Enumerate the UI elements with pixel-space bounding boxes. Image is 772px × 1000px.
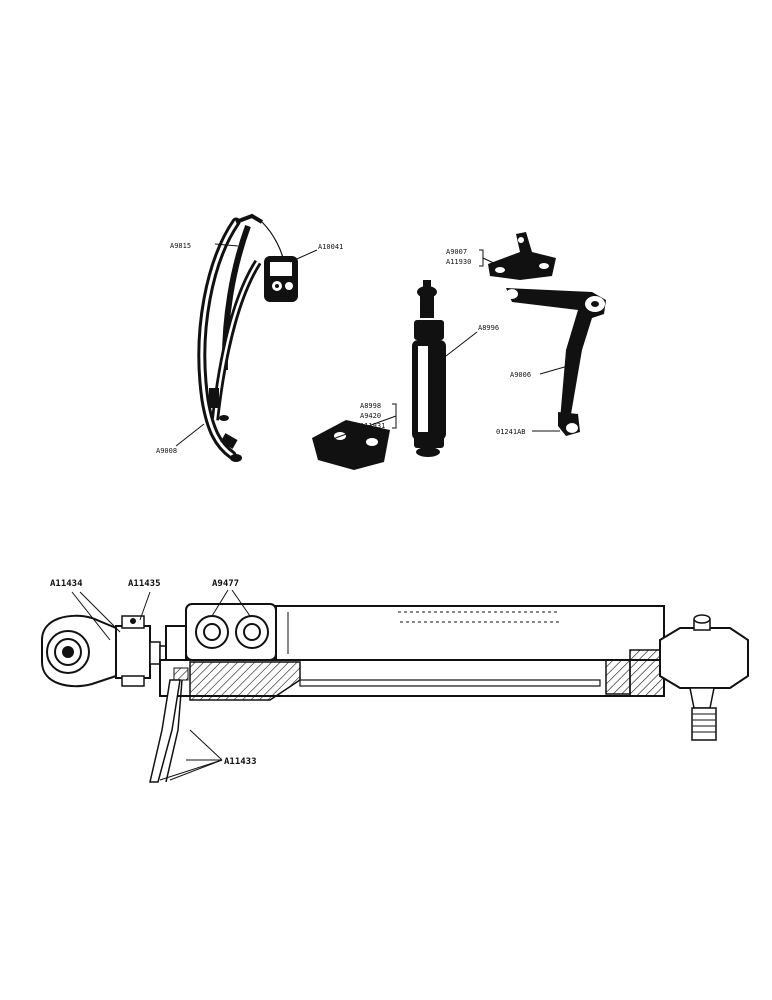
label-bracket-2: A9420 [360, 412, 381, 420]
label-hose: A9815 [170, 242, 191, 250]
cylinder-assembly-section [41, 603, 749, 783]
leader-lines-top [175, 243, 569, 447]
label-bracket-1: A8998 [360, 402, 381, 410]
label-seals: A11433 [224, 757, 257, 767]
label-hose-lower: A9008 [156, 447, 177, 455]
label-top-bracket-2: A11930 [446, 258, 471, 266]
leader-lines-bottom [71, 589, 251, 781]
label-arm: A9006 [510, 371, 531, 379]
cylinder-part [412, 280, 446, 457]
label-valve: A10041 [318, 243, 343, 251]
valve-part [264, 256, 298, 302]
label-pin: 01241AB [496, 428, 526, 436]
arm-part [506, 288, 606, 436]
label-nut: A11435 [128, 579, 161, 589]
label-top-bracket-1: A9007 [446, 248, 467, 256]
label-rod-end: A11434 [50, 579, 83, 589]
label-cylinder: A8996 [478, 324, 499, 332]
label-bracket-3: A11931 [360, 422, 385, 430]
label-fittings: A9477 [212, 579, 239, 589]
hydraulic-hoses [197, 213, 285, 462]
top-bracket-part [488, 232, 556, 280]
